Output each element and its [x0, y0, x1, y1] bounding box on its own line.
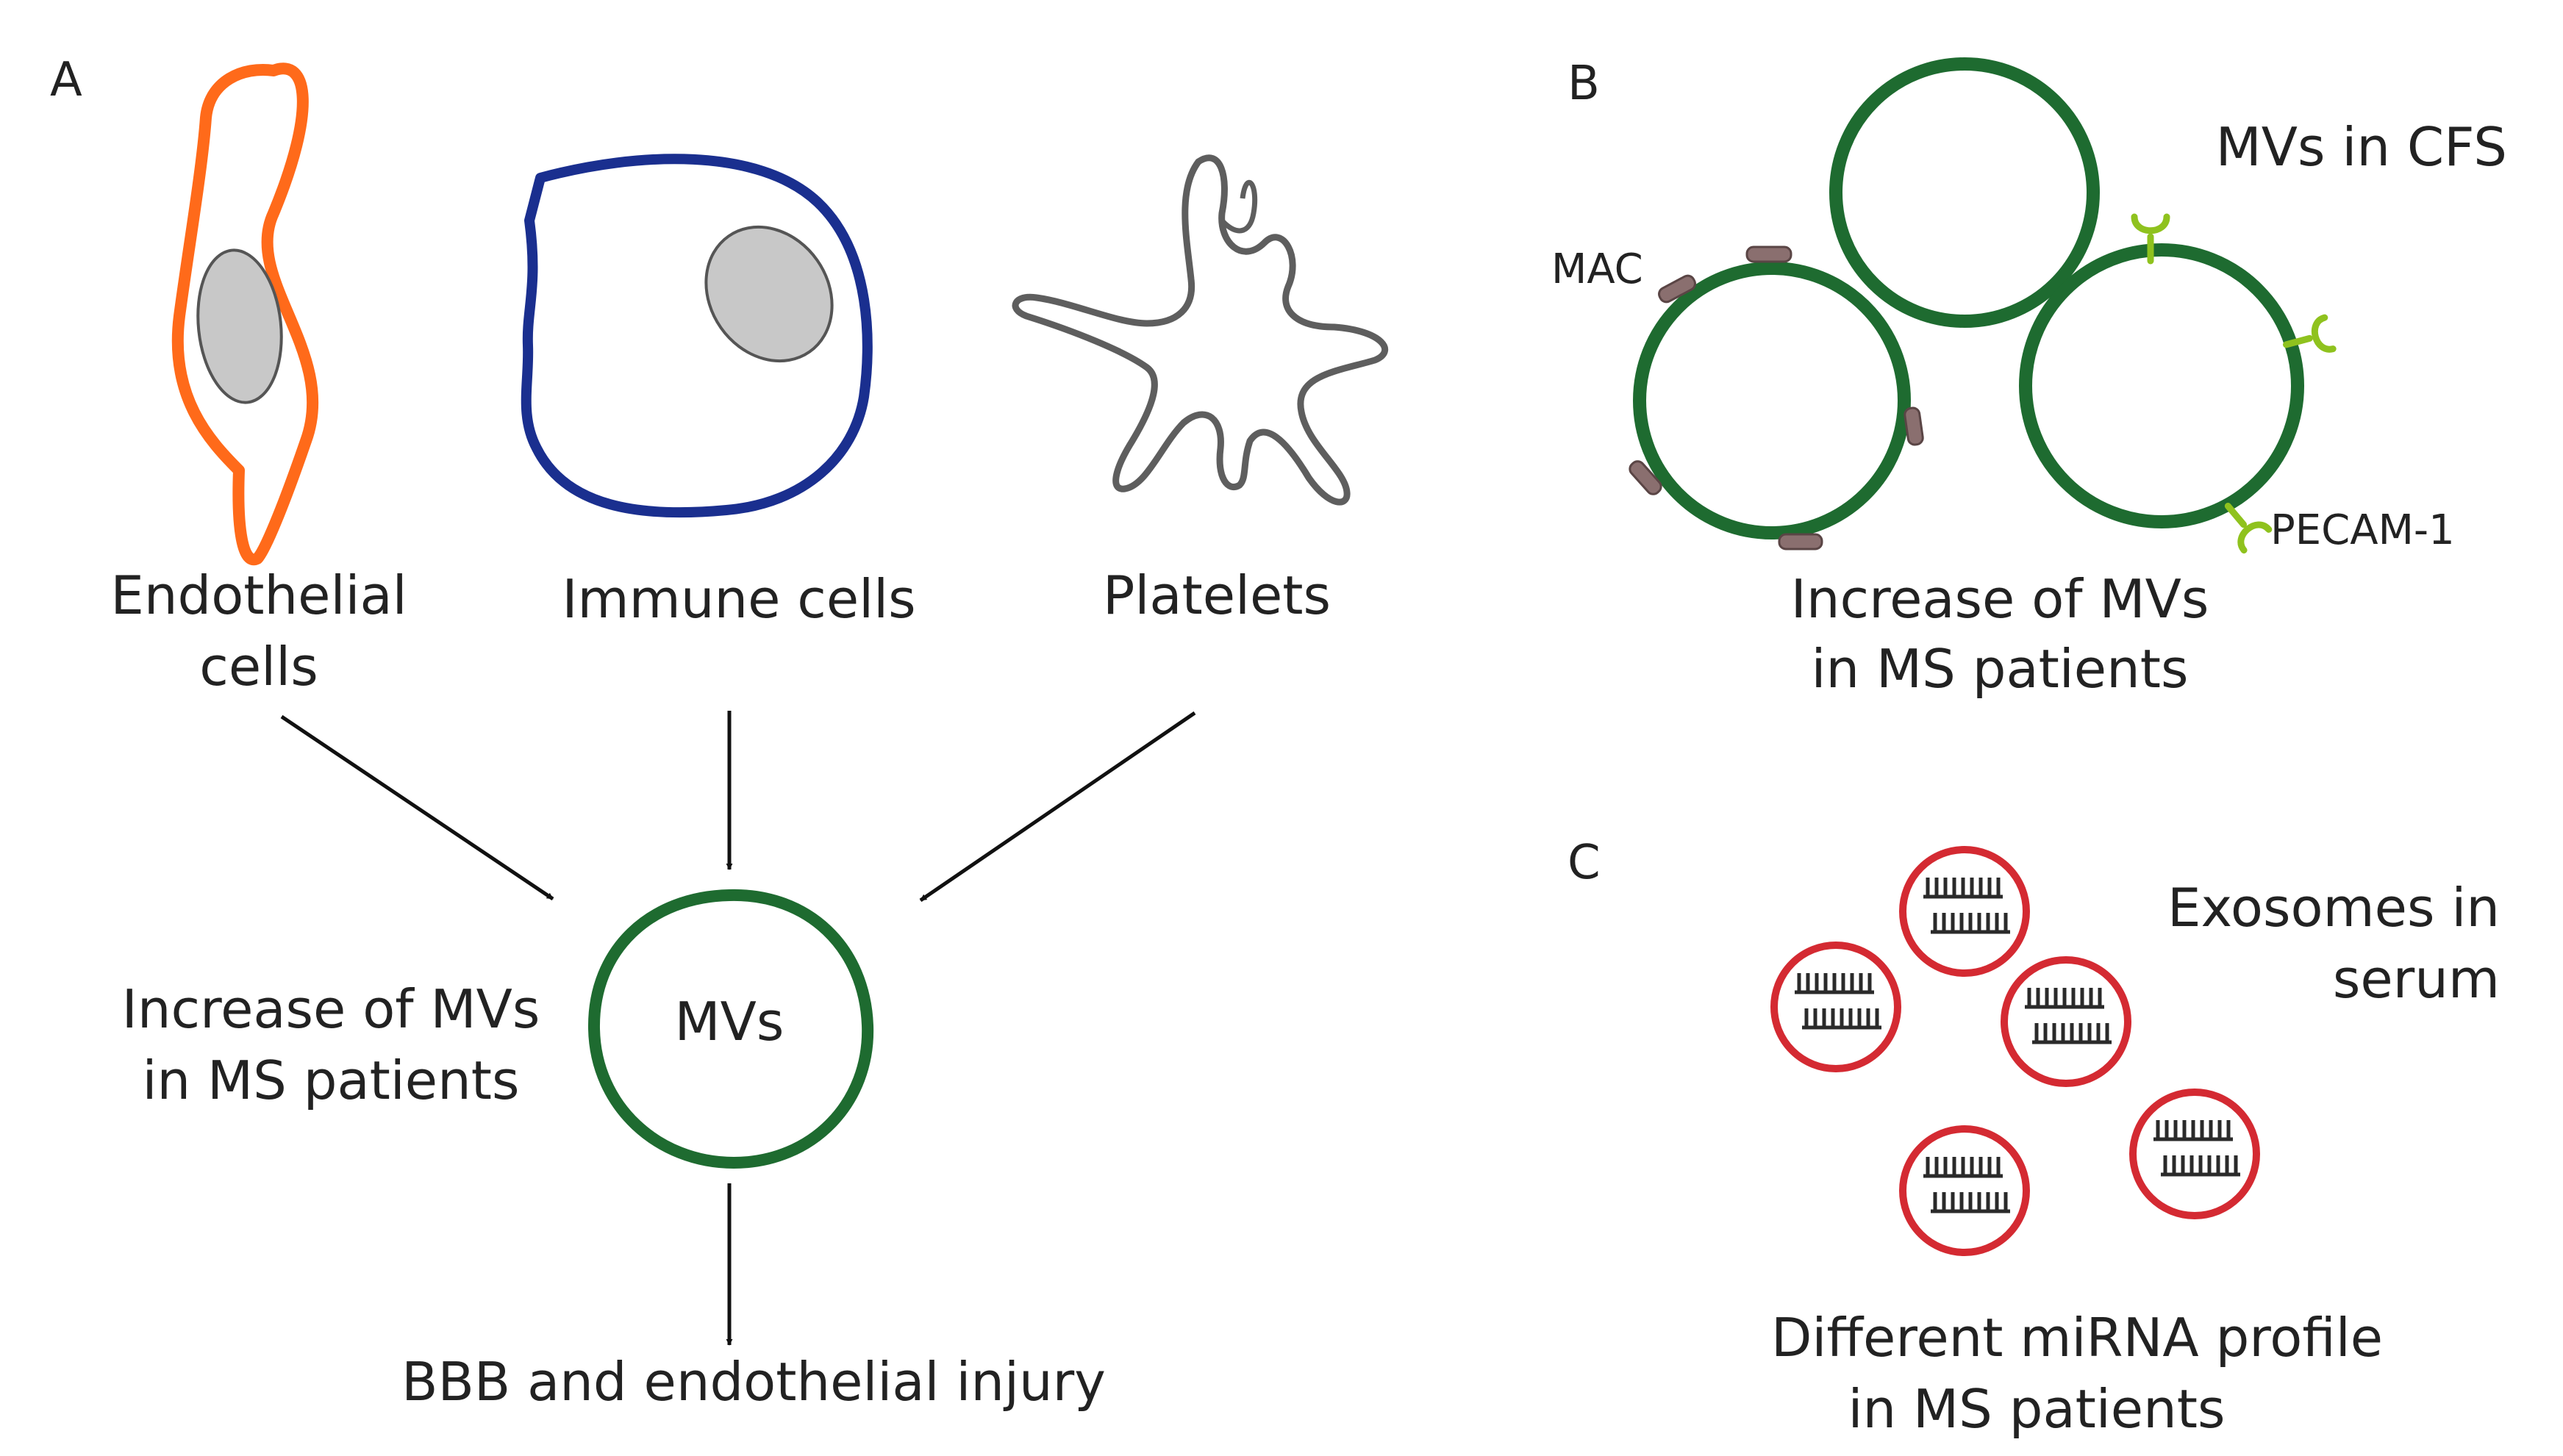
exosome-icon [1899, 1125, 2030, 1256]
exosome-icon [2129, 1089, 2260, 1219]
mac-icon [1629, 460, 1662, 495]
immune-cell-membrane [521, 154, 873, 518]
outcome-label: BBB and endothelial injury [401, 1351, 1106, 1413]
immune-cell-icon [521, 154, 873, 518]
endothelial-cell-membrane [171, 62, 319, 566]
c-caption-line1: Different miRNA profile [1771, 1307, 2383, 1369]
a-increase-line2: in MS patients [143, 1050, 520, 1111]
label-endothelial-line2: cells [199, 636, 318, 697]
mac-icon-group [1629, 245, 1924, 551]
arrow-endothelial-to-mvs [280, 714, 554, 901]
mac-label: MAC [1551, 245, 1643, 293]
panel-c: C Exosomes in serum Different miRNA prof… [1568, 836, 2500, 1440]
b-vesicle-top [1829, 57, 2100, 328]
mirna-icon [1923, 878, 2003, 899]
mac-icon [1745, 245, 1792, 263]
mac-icon [1658, 274, 1696, 304]
mirna-icon [1795, 973, 1874, 994]
mac-icon [1778, 533, 1823, 551]
platelet-pseudopod-fold [1220, 179, 1258, 234]
label-endothelial-line1: Endothelial [110, 564, 407, 626]
b-caption-line2: in MS patients [1812, 638, 2189, 700]
pecam-icon [2131, 213, 2170, 265]
platelet-outline [1012, 154, 1389, 506]
b-caption-line1: Increase of MVs [1791, 568, 2209, 630]
panel-c-letter: C [1568, 836, 1601, 890]
endothelial-nucleus [196, 248, 283, 404]
mirna-icon [2025, 988, 2104, 1009]
exosome-icon [2001, 956, 2131, 1087]
a-increase-line1: Increase of MVs [122, 978, 540, 1040]
label-immune-cells: Immune cells [562, 568, 915, 630]
panel-b: B MVs in CFS MAC [1551, 57, 2507, 700]
c-title-line1: Exosomes in [2167, 877, 2500, 939]
mirna-icon [2153, 1120, 2233, 1141]
mirna-icon [1802, 1008, 1881, 1030]
c-title-line2: serum [2333, 948, 2500, 1010]
immune-nucleus [704, 225, 834, 363]
exosome-icon [1899, 846, 2030, 977]
b-vesicle-left [1633, 262, 1911, 539]
exosome-group [1770, 846, 2260, 1256]
mirna-icon [1931, 913, 2010, 934]
arrow-platelets-to-mvs [919, 711, 1196, 903]
pecam-label: PECAM-1 [2270, 506, 2455, 554]
mac-icon [1904, 406, 1924, 446]
exosome-icon [1770, 942, 1901, 1072]
mirna-icon [2032, 1023, 2112, 1044]
endothelial-cell-icon [171, 62, 319, 566]
mvs-label: MVs [675, 991, 784, 1052]
pecam-icon [2283, 314, 2337, 353]
mirna-icon [1923, 1157, 2003, 1178]
panel-a-letter: A [50, 53, 82, 107]
b-title: MVs in CFS [2216, 116, 2507, 178]
pecam-icon-group [2131, 213, 2337, 554]
mv-vesicle-icon [587, 889, 874, 1169]
panel-b-letter: B [1568, 57, 1600, 111]
c-caption-line2: in MS patients [1848, 1378, 2226, 1440]
panel-a: A Endothelial cells Immune cells Platele… [50, 53, 1389, 1413]
mirna-icon [2161, 1155, 2240, 1177]
platelet-icon [1012, 154, 1389, 506]
label-platelets: Platelets [1103, 564, 1331, 626]
mv-vesicle-ring [587, 889, 874, 1169]
b-vesicle-right [2019, 243, 2304, 528]
mirna-icon [1931, 1192, 2010, 1213]
pecam-icon [2224, 503, 2273, 554]
